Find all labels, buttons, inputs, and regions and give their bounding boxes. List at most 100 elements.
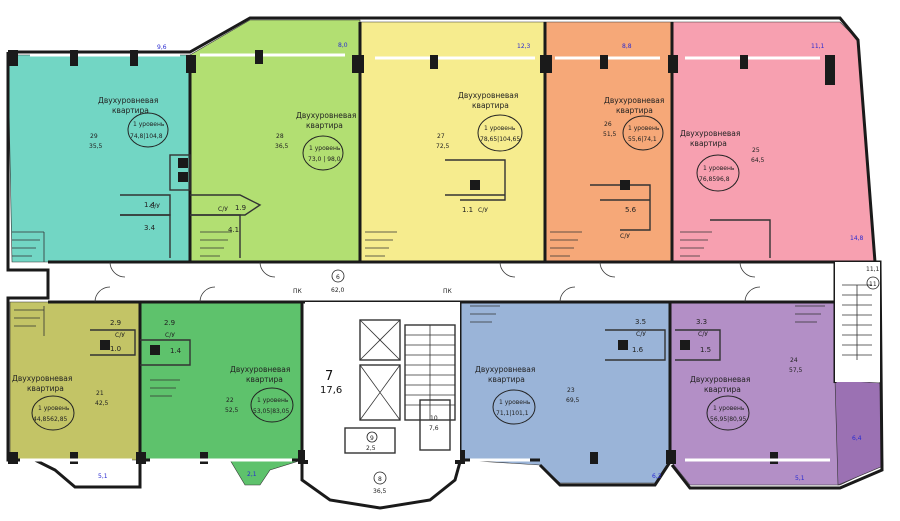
apt28-level-label: 1 уровень [309, 145, 341, 152]
room9-area: 2,5 [366, 445, 376, 452]
apt27-area-small: 72,5 [436, 143, 450, 150]
apt26-area-badge [622, 115, 664, 151]
apartment-29-area[interactable] [7, 54, 201, 263]
apt28-room2: 4.1 [228, 226, 239, 234]
apt23-wc: С/У [636, 331, 646, 338]
apt22-title-1: Двухуровневая [230, 365, 290, 374]
stairwell-11 [835, 262, 880, 382]
apt24-room2: 1.5 [700, 346, 711, 354]
apt22-areas: 53,05|83,05 [253, 408, 290, 415]
hall-num: 7 [325, 369, 333, 384]
apartment-23-area[interactable] [459, 301, 671, 484]
apt26-room1: 5.6 [625, 206, 637, 214]
apt24-areas: 56,95|80,95 [710, 416, 747, 423]
hall-area: 17,6 [320, 385, 342, 396]
room9-num: 9 [370, 435, 374, 442]
apt21-title-1: Двухуровневая [12, 374, 72, 383]
window-marks-top [8, 50, 835, 85]
apt26-title-1: Двухуровневая [604, 96, 664, 105]
apt21-wc: С/У [115, 332, 125, 339]
apt27-level-label: 1 уровень [484, 125, 516, 132]
apt21-level-label: 1 уровень [38, 405, 70, 412]
apt24-balcony-2: 6,4 [852, 435, 862, 442]
apt28-area-badge [302, 135, 344, 171]
apt21-room1: 2.9 [110, 319, 121, 327]
lift-area: 36,5 [373, 488, 387, 495]
apt27-num: 27 [437, 133, 445, 140]
apartment-22-area[interactable] [139, 301, 303, 486]
apt23-title-1: Двухуровневая [475, 365, 535, 374]
apt24-area-badge [706, 395, 750, 431]
apt25-title-2: квартира [690, 139, 727, 148]
apt22-area-badge [250, 387, 294, 423]
apt24-title-2: квартира [704, 385, 741, 394]
apt21-num: 21 [96, 390, 104, 397]
apt28-title-1: Двухуровневая [296, 111, 356, 120]
apt28-balcony: 8,0 [338, 42, 348, 49]
apt22-room2: 1.4 [170, 347, 182, 355]
room9-num-badge [366, 431, 378, 443]
pk-label-2: ПК [443, 288, 453, 295]
stair-num: 11 [869, 281, 877, 288]
apt26-wc: С/У [620, 233, 630, 240]
apt22-num: 22 [226, 397, 234, 404]
apt29-room2: 3.4 [144, 224, 156, 232]
apt21-areas: 44,8562,85 [33, 416, 68, 423]
apt23-level-label: 1 уровень [499, 399, 531, 406]
corridor-area: 62,0 [331, 287, 345, 294]
outer-wall-bottom-right [538, 461, 672, 487]
apt26-areas: 55,6|74,1 [628, 136, 657, 143]
apt29-area-badge [127, 112, 169, 148]
apt26-area-small: 51,5 [603, 131, 617, 138]
apt23-room2: 1.6 [632, 346, 644, 354]
apt25-balcony: 11,1 [811, 43, 825, 50]
apt24-level-label: 1 уровень [713, 405, 745, 412]
apt24-wc: С/У [698, 331, 708, 338]
apt25-area-badge [696, 154, 740, 192]
apt29-level-label: 1 уровень [133, 121, 165, 128]
apt29-area-small: 35,5 [89, 143, 103, 150]
apt27-wc: С/У [478, 207, 488, 214]
apt27-areas: 78,65|104,65 [480, 136, 520, 143]
apt24-num: 24 [790, 357, 798, 364]
lift-num: 8 [378, 476, 382, 483]
apt28-room1: 1.9 [235, 204, 246, 212]
apt22-wc: С/У [165, 332, 175, 339]
corridor-num-badge [331, 269, 345, 283]
apt22-room1: 2.9 [164, 319, 175, 327]
apt25-level-label: 1 уровень [703, 165, 735, 172]
core [305, 302, 460, 460]
apt29-room1: 1.4 [144, 201, 156, 209]
apt22-title-2: квартира [246, 375, 283, 384]
apt25-areas: 76,8596,8 [699, 176, 730, 183]
lift-num-badge [373, 471, 387, 485]
internal-stairs [12, 231, 825, 397]
apt23-room1: 3.5 [635, 318, 646, 326]
apt25-title-1: Двухуровневая [680, 129, 740, 138]
outer-wall-bottom-center [300, 460, 462, 510]
apt27-title-1: Двухуровневая [458, 91, 518, 100]
apt22-balcony: 2,1 [247, 471, 257, 478]
apt28-area-small: 36,5 [275, 143, 289, 150]
apt23-title-2: квартира [488, 375, 525, 384]
apt27-area-badge [477, 114, 523, 152]
stair-num-badge [866, 276, 880, 290]
apt28-wc: С/У [218, 206, 228, 213]
apt23-num: 23 [567, 387, 575, 394]
corridor-area[interactable] [48, 262, 828, 302]
apt25-num: 25 [752, 147, 760, 154]
apt26-balcony: 8,8 [622, 43, 632, 50]
apt21-balcony: 5,1 [98, 473, 108, 480]
apt24-room1: 3.3 [696, 318, 707, 326]
apt29-num: 29 [90, 133, 98, 140]
apt28-num: 28 [276, 133, 284, 140]
apt22-area-small: 52,5 [225, 407, 239, 414]
apt29-balcony: 9,6 [157, 44, 167, 51]
apt26-level-label: 1 уровень [628, 125, 660, 132]
apt25-area-small: 64,5 [751, 157, 765, 164]
apt23-areas: 71,1|101,1 [496, 410, 529, 417]
stair-area: 11,1 [866, 266, 880, 273]
apt23-balcony: 6,2 [652, 473, 662, 480]
door-swings [94, 261, 761, 303]
